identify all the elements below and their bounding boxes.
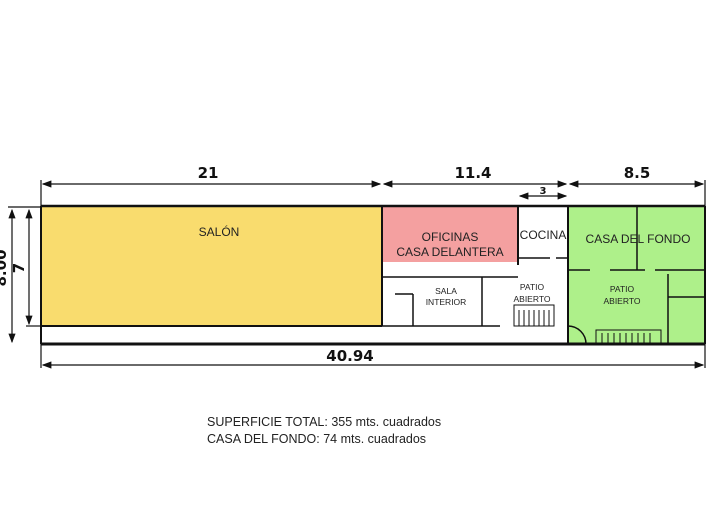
total-area-note: SUPERFICIE TOTAL: 355 mts. cuadrados [207,415,442,429]
stairs [513,304,662,345]
casa-fondo-area [568,206,705,344]
area-notes: SUPERFICIE TOTAL: 355 mts. cuadrados CAS… [207,414,441,448]
back-house-area-note: CASA DEL FONDO: 74 mts. cuadrados [207,432,427,446]
room-label-sala: SALA [435,286,457,296]
dim-total-depth: 8.00 [0,249,10,286]
dim-back-house-width: 8.5 [624,164,651,182]
room-label-salon: SALÓN [199,224,240,239]
dimension-lines [8,180,706,369]
room-label-patio1-abierto: ABIERTO [513,294,550,304]
dim-total-length: 40.94 [326,347,373,365]
dim-front-house-width: 11.4 [454,164,491,182]
room-label-patio2: PATIO [610,284,635,294]
room-label-cocina: COCINA [520,228,567,242]
dim-salon-width: 21 [198,164,219,182]
walls [40,204,706,346]
room-label-casa-fondo: CASA DEL FONDO [586,232,691,246]
room-label-patio1: PATIO [520,282,545,292]
salon-area [41,206,382,326]
oficinas-area [382,206,518,262]
room-label-interior: INTERIOR [426,297,467,307]
room-label-casa-delantera: CASA DELANTERA [396,245,503,259]
dim-kitchen-width: 3 [540,186,547,197]
room-label-oficinas: OFICINAS [422,230,479,244]
dim-building-depth: 7 [10,263,28,273]
room-label-patio2-abierto: ABIERTO [603,296,640,306]
